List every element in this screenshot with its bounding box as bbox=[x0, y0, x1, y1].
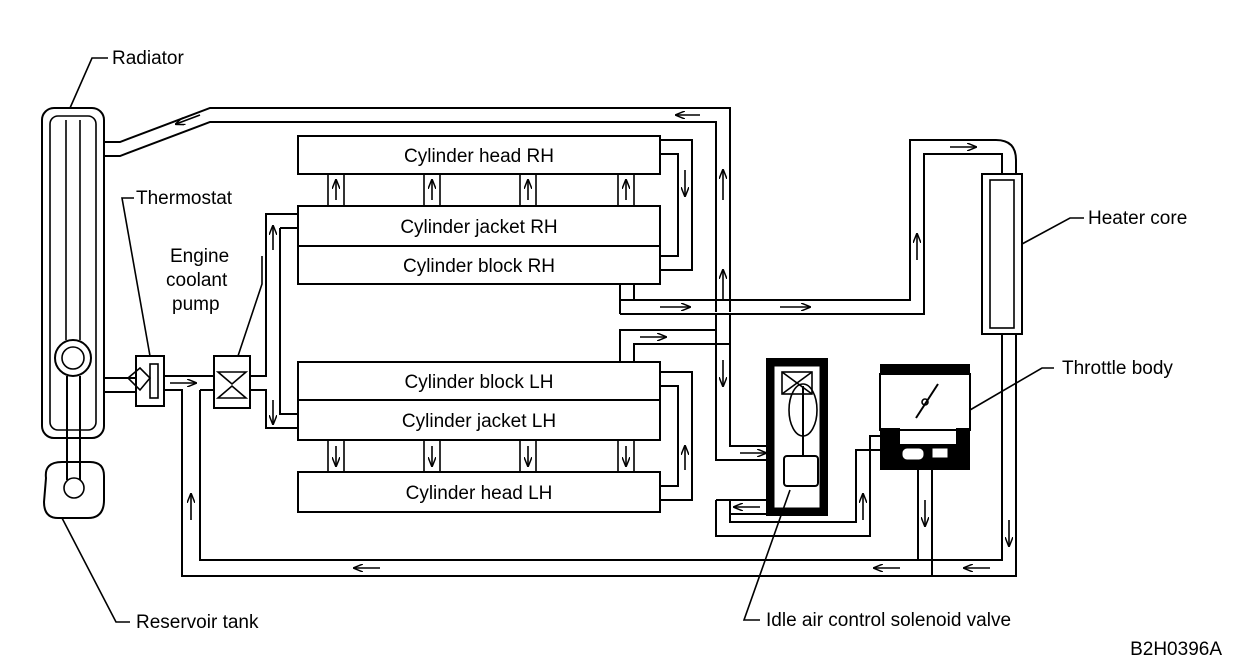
heater-core bbox=[981, 173, 1023, 335]
cylinder-jacket-rh-label: Cylinder jacket RH bbox=[400, 217, 557, 238]
coolant-pipes bbox=[104, 107, 1017, 577]
reservoir-tank bbox=[42, 376, 105, 519]
leader-lines bbox=[61, 57, 1084, 623]
throttle-body bbox=[879, 364, 971, 470]
idle-air-control-solenoid-valve bbox=[766, 358, 828, 516]
cylinder-blocks: Cylinder head RH Cylinder jacket RH Cyli… bbox=[297, 135, 661, 513]
cylinder-block-rh-label: Cylinder block RH bbox=[403, 256, 555, 277]
figure-code: B2H0396A bbox=[1130, 639, 1222, 660]
cylinder-head-rh-label: Cylinder head RH bbox=[404, 146, 554, 167]
cylinder-jacket-lh-label: Cylinder jacket LH bbox=[402, 411, 556, 432]
flow-arrows bbox=[170, 115, 1009, 568]
lh-passages bbox=[327, 439, 635, 473]
radiator bbox=[41, 107, 105, 439]
pump-label-line3: pump bbox=[172, 294, 220, 315]
rh-passages bbox=[327, 173, 635, 207]
engine-coolant-pump bbox=[213, 355, 251, 409]
reservoir-tank-label: Reservoir tank bbox=[136, 612, 259, 633]
pump-label-line2: coolant bbox=[166, 270, 228, 291]
thermostat bbox=[126, 355, 165, 407]
radiator-label: Radiator bbox=[112, 48, 184, 69]
heater-core-label: Heater core bbox=[1088, 208, 1187, 229]
cylinder-head-lh-label: Cylinder head LH bbox=[406, 483, 553, 504]
cylinder-block-lh-label: Cylinder block LH bbox=[405, 372, 554, 393]
pump-label-line1: Engine bbox=[170, 246, 229, 267]
idle-air-control-solenoid-valve-label: Idle air control solenoid valve bbox=[766, 610, 1011, 631]
throttle-body-label: Throttle body bbox=[1062, 358, 1173, 379]
thermostat-label: Thermostat bbox=[136, 188, 233, 209]
